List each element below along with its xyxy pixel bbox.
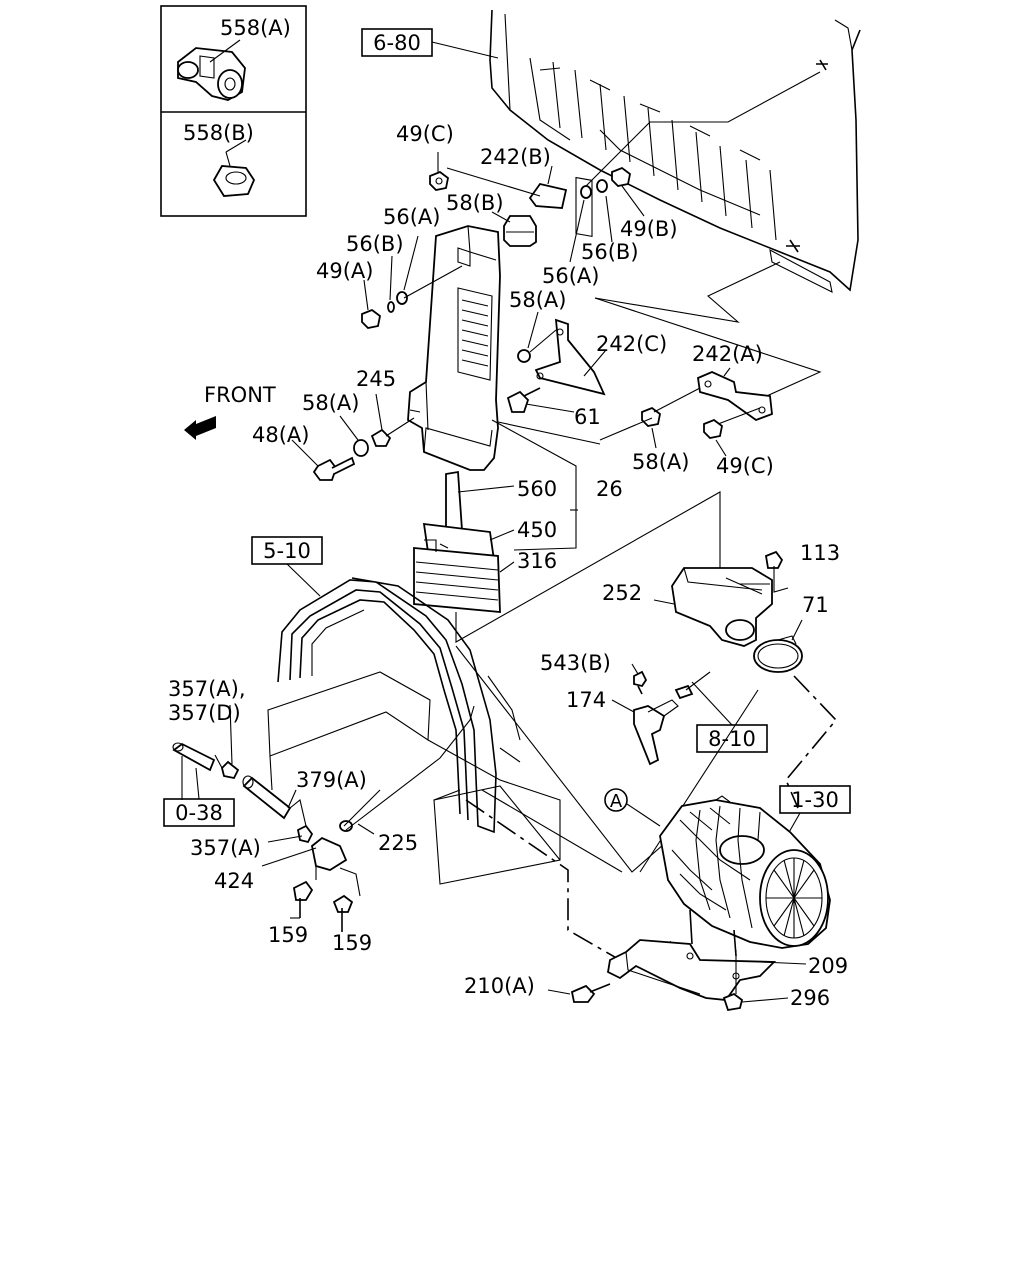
label-49b: 49(B) <box>620 217 678 241</box>
bracket-242b-drawing <box>528 182 568 209</box>
label-49c-top: 49(C) <box>396 122 454 146</box>
part-labels: 49(C) 242(B) 58(B) 56(A) 56(B) 49(A) 49(… <box>168 122 848 1010</box>
label-379a: 379(A) <box>296 768 367 792</box>
label-61: 61 <box>574 405 601 429</box>
label-56b-left: 56(B) <box>346 232 404 256</box>
pre-cleaner-stack-drawing <box>413 470 501 613</box>
label-56b-right: 56(B) <box>581 240 639 264</box>
label-56a-top: 56(A) <box>383 205 440 229</box>
ref-1-30[interactable]: 1-30 <box>779 785 851 814</box>
label-58a-left: 58(A) <box>302 391 359 415</box>
label-58a-bottom: 58(A) <box>632 450 689 474</box>
sensor-174-drawing <box>633 699 679 766</box>
label-560: 560 <box>517 477 557 501</box>
label-242b: 242(B) <box>480 145 551 169</box>
label-174: 174 <box>566 688 606 712</box>
label-424: 424 <box>214 869 254 893</box>
air-cleaner-body-drawing <box>659 795 831 957</box>
label-558b: 558(B) <box>183 121 254 145</box>
label-357a-low: 357(A) <box>190 836 261 860</box>
label-296: 296 <box>790 986 830 1010</box>
callout-a: A <box>604 788 628 812</box>
label-71: 71 <box>802 593 829 617</box>
air-cleaner-cap-drawing <box>671 567 773 647</box>
label-159-right: 159 <box>332 931 372 955</box>
bolt-61-drawing <box>506 387 541 413</box>
label-357d: 357(D) <box>168 701 241 725</box>
label-113: 113 <box>800 541 840 565</box>
frame-guard-drawing <box>267 577 561 885</box>
ref-8-10[interactable]: 8-10 <box>696 724 768 753</box>
label-242c: 242(C) <box>596 332 667 356</box>
label-56a-right: 56(A) <box>542 264 599 288</box>
svg-text:A: A <box>610 791 623 812</box>
label-225: 225 <box>378 831 418 855</box>
front-arrow-icon <box>184 416 216 440</box>
ref-6-80[interactable]: 6-80 <box>361 28 433 57</box>
clip-558a-drawing <box>177 39 246 101</box>
nut-49c-top-drawing <box>429 170 449 191</box>
label-49a: 49(A) <box>316 259 373 283</box>
clip-558b-drawing <box>212 139 256 197</box>
label-159-left: 159 <box>268 923 308 947</box>
label-242a: 242(A) <box>692 342 763 366</box>
label-245: 245 <box>356 367 396 391</box>
bracket-242c-drawing <box>534 318 606 396</box>
label-558a: 558(A) <box>220 16 291 40</box>
svg-text:5-10: 5-10 <box>263 539 311 563</box>
label-543b: 543(B) <box>540 651 611 675</box>
svg-text:6-80: 6-80 <box>373 31 421 55</box>
label-26: 26 <box>596 477 623 501</box>
label-316: 316 <box>517 549 557 573</box>
front-label: FRONT <box>204 383 276 407</box>
label-210a: 210(A) <box>464 974 535 998</box>
leader-lines <box>229 152 731 919</box>
label-209: 209 <box>808 954 848 978</box>
svg-text:1-30: 1-30 <box>791 788 839 812</box>
label-357a-357a: 357(A), <box>168 677 246 701</box>
label-252: 252 <box>602 581 642 605</box>
svg-text:0-38: 0-38 <box>175 801 223 825</box>
label-48a: 48(A) <box>252 423 309 447</box>
bracket-242a-drawing <box>697 371 773 422</box>
hose-group-drawing <box>172 742 353 871</box>
label-450: 450 <box>517 518 557 542</box>
inset-panel: 558(A) 558(B) <box>160 5 307 217</box>
ref-0-38[interactable]: 0-38 <box>163 798 235 827</box>
cab-panel-drawing <box>489 9 861 293</box>
bracket-209-drawing <box>607 939 777 1001</box>
mount-58b-drawing <box>503 215 537 247</box>
ref-5-10[interactable]: 5-10 <box>251 536 323 565</box>
label-58b: 58(B) <box>446 191 504 215</box>
label-49c-bottom: 49(C) <box>716 454 774 478</box>
bolt-48a-drawing <box>312 456 356 481</box>
intake-duct-drawing <box>407 225 501 471</box>
label-58a-top: 58(A) <box>509 288 566 312</box>
